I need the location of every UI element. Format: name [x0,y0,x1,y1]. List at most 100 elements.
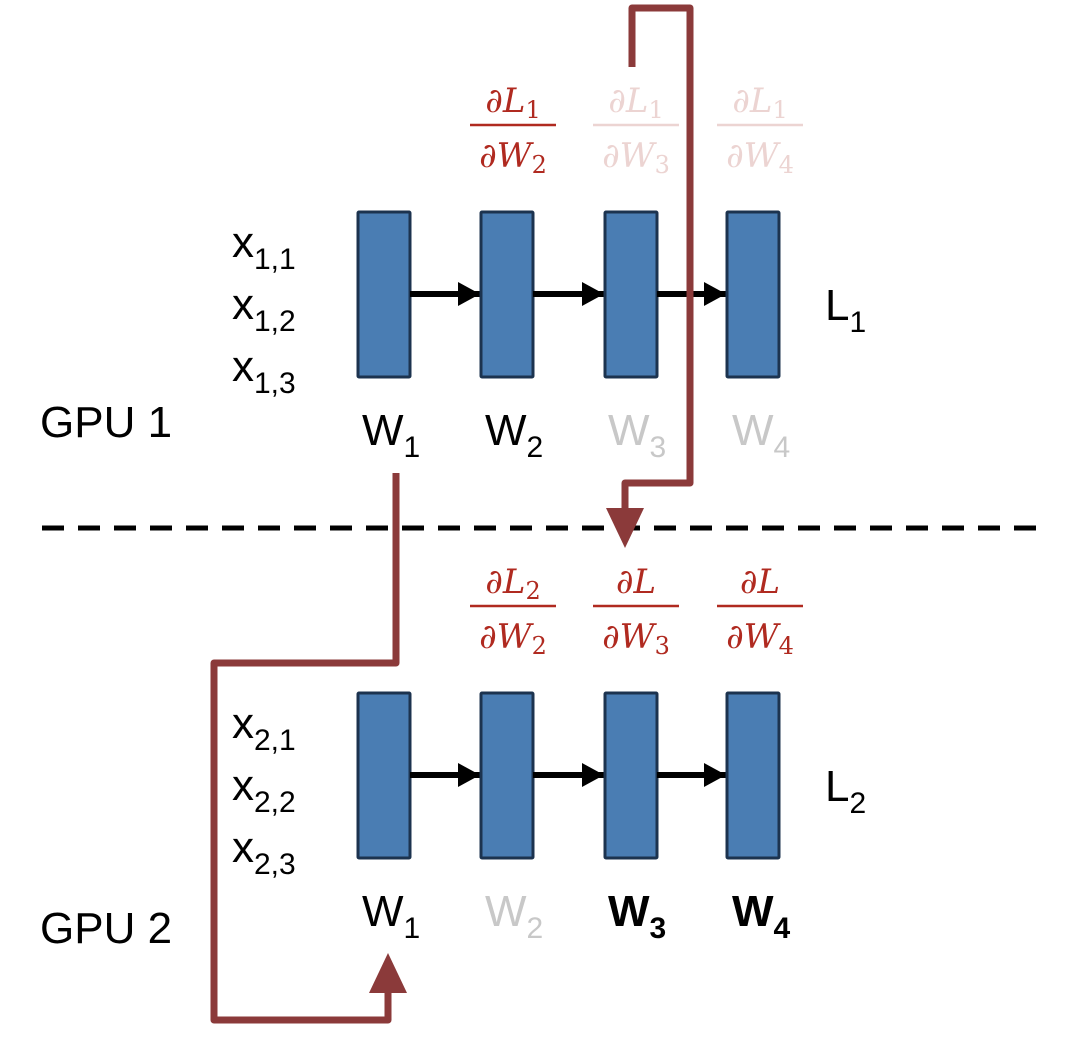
layer-label-subscript: 3 [650,431,667,464]
gradient-numerator: ∂L1 [732,81,787,124]
gradient-denominator: ∂W3 [602,136,670,179]
layer-label-base: W [608,406,650,455]
layer-label-base: W [362,887,404,936]
input-label-base: x [232,342,254,391]
input-label-subscript: 1,1 [254,243,296,276]
layer-label-base: W [608,887,650,936]
layer-block [603,691,659,860]
input-label-subscript: 1,2 [254,305,296,338]
layer-label-subscript: 3 [650,912,667,945]
gradient-denominator-base: ∂W [602,617,658,657]
gradient-fraction: ∂L1 ∂W4 [717,81,803,179]
layer-block [725,691,781,860]
gpu-label: GPU 2 [40,904,172,953]
layer-label-base: W [362,406,404,455]
gradient-numerator-base: ∂L [608,81,648,121]
layer-block [479,210,535,379]
gradient-denominator-base: ∂W [479,136,535,176]
gradient-numerator-base: ∂L [740,562,780,602]
gradient-denominator: ∂W2 [479,136,547,179]
gradient-fraction: ∂L2∂W2 [470,562,556,660]
gradient-numerator-subscript: 1 [648,96,663,124]
gradient-numerator: ∂L1 [608,81,663,124]
gradient-fraction: ∂L1 ∂W3 [593,81,679,179]
input-label: x2,3 [232,823,296,881]
gradient-denominator-base: ∂W [602,136,658,176]
gradient-numerator-base: ∂L [485,562,525,602]
layer-label-subscript: 1 [404,431,421,464]
transfer-route-up [210,473,400,1024]
gradient-denominator-subscript: 2 [532,632,547,660]
gpu-label: GPU 1 [40,398,172,447]
loss-label: L1 [825,281,866,339]
gradient-denominator-subscript: 2 [532,151,547,179]
input-label: x1,1 [232,218,296,276]
gradient-numerator-base: ∂L [732,81,772,121]
gradient-denominator-subscript: 4 [779,151,794,179]
input-label-subscript: 2,3 [254,848,296,881]
loss-label-base: L [825,762,849,811]
gradient-numerator: ∂L1 [485,81,540,124]
input-label-subscript: 2,2 [254,786,296,819]
gradient-numerator-subscript: 1 [525,96,540,124]
gradient-denominator-base: ∂W [479,617,535,657]
input-label-base: x [232,761,254,810]
input-label-base: x [232,280,254,329]
gradient-numerator: ∂L [616,562,656,602]
input-label-subscript: 1,3 [254,367,296,400]
input-label: x1,3 [232,342,296,400]
input-label-base: x [232,218,254,267]
layer-label: W2 [485,406,543,464]
input-label-base: x [232,699,254,748]
gradient-denominator-base: ∂W [726,136,782,176]
layer-label-base: W [732,406,774,455]
gradient-numerator: ∂L2 [485,562,540,605]
gradient-denominator-base: ∂W [726,617,782,657]
layer-block [356,691,412,860]
gradient-denominator: ∂W3 [602,617,670,660]
loss-label-base: L [825,281,849,330]
loss-label: L2 [825,762,866,820]
gradient-numerator: ∂L [740,562,780,602]
gradient-numerator-subscript: 2 [525,577,540,605]
loss-label-subscript: 2 [849,787,866,820]
layer-block [603,210,659,379]
input-label: x2,1 [232,699,296,757]
layer-block [356,210,412,379]
layer-block [725,210,781,379]
gradient-denominator: ∂W4 [726,617,794,660]
gradient-numerator-base: ∂L [616,562,656,602]
gradient-fraction: ∂L ∂W4 [717,562,803,660]
input-label-subscript: 2,1 [254,724,296,757]
gradient-numerator-base: ∂L [485,81,525,121]
gradient-denominator-subscript: 4 [779,632,794,660]
layer-label-base: W [485,406,527,455]
layer-label-subscript: 4 [774,912,791,945]
layer-label: W4 [732,406,790,464]
loss-label-subscript: 1 [849,306,866,339]
layer-label: W3 [608,406,666,464]
gradient-denominator: ∂W2 [479,617,547,660]
input-label: x1,2 [232,280,296,338]
gradient-denominator-subscript: 3 [655,151,670,179]
layer-label-subscript: 1 [404,912,421,945]
layer-label: W1 [362,406,420,464]
input-label-base: x [232,823,254,872]
input-label: x2,2 [232,761,296,819]
layer-label: W3 [608,887,666,945]
layer-label-subscript: 4 [774,431,791,464]
gradient-fraction: ∂L ∂W3 [593,562,679,660]
gradient-fraction: ∂L1 ∂W2 [470,81,556,179]
layer-label-base: W [732,887,774,936]
layer-block [479,691,535,860]
layer-label-subscript: 2 [527,912,544,945]
gradient-denominator: ∂W4 [726,136,794,179]
transfer-route-down [621,4,694,510]
layer-label: W2 [485,887,543,945]
gradient-denominator-subscript: 3 [655,632,670,660]
layer-label: W4 [732,887,791,945]
transfer-arrowhead-up [369,953,407,993]
